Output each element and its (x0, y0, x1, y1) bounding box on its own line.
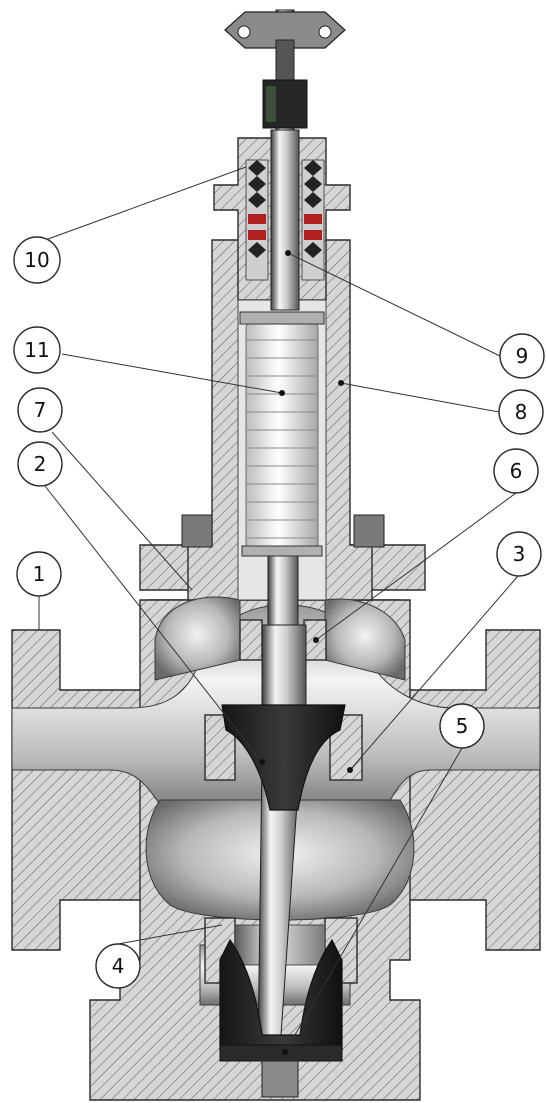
stem-packing (245, 159, 325, 281)
callout-9: 9 (499, 333, 545, 379)
callout-4-label: 4 (112, 954, 125, 978)
callout-11-label: 11 (24, 338, 49, 362)
callout-7: 7 (17, 387, 63, 433)
callout-4: 4 (95, 943, 141, 989)
callout-6: 6 (493, 448, 539, 494)
bonnet-bolts (181, 514, 385, 548)
callout-2: 2 (17, 441, 63, 487)
stem-top-adapter (224, 11, 346, 129)
callout-2-label: 2 (34, 452, 47, 476)
callout-6-label: 6 (510, 459, 523, 483)
callout-3: 3 (496, 531, 542, 577)
callout-9-label: 9 (516, 344, 529, 368)
callout-10: 10 (13, 236, 61, 284)
callout-7-label: 7 (34, 398, 47, 422)
callout-5-label: 5 (456, 714, 469, 738)
callout-11: 11 (13, 326, 61, 374)
callout-8: 8 (498, 389, 544, 435)
callout-1-label: 1 (33, 562, 46, 586)
callout-3-label: 3 (513, 542, 526, 566)
callout-5: 5 (439, 703, 485, 749)
bellows (239, 311, 325, 557)
upper-plug (221, 704, 346, 811)
leader-lines (38, 166, 519, 1055)
callout-1: 1 (16, 551, 62, 597)
callout-10-label: 10 (24, 248, 49, 272)
callout-8-label: 8 (515, 400, 528, 424)
lower-plug (219, 938, 343, 1098)
